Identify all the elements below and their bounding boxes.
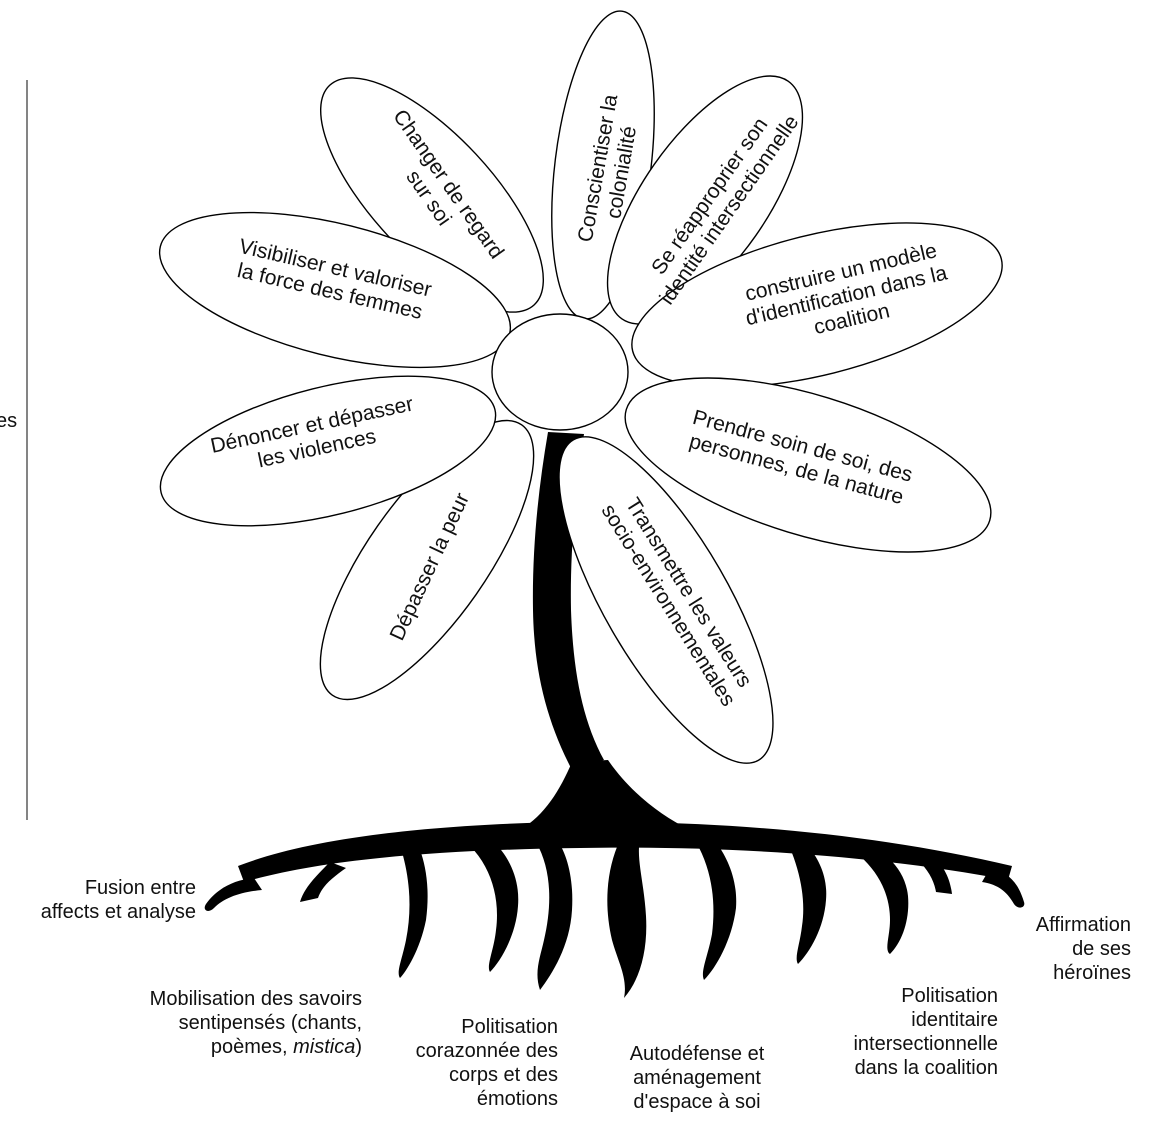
label-line: sentipensés (chants,: [179, 1012, 362, 1034]
label-line: Mobilisation des savoirs: [150, 988, 362, 1010]
italic-word: mistica: [293, 1036, 355, 1058]
flower-stem: [532, 432, 604, 770]
root-system: [204, 760, 1025, 998]
root-tendril-7: [860, 850, 909, 954]
root-curl-left-inner: [300, 862, 346, 902]
label-line: Politisation: [901, 985, 998, 1007]
label-line: Autodéfense et: [630, 1043, 765, 1065]
root-curl-right: [982, 868, 1025, 908]
root-tendril-3: [536, 838, 573, 990]
label-line: Politisation: [461, 1016, 558, 1038]
label-line: émotions: [477, 1088, 558, 1110]
label-line: identitaire: [911, 1009, 998, 1031]
label-line: Affirmation: [1036, 914, 1131, 936]
label-line: d'espace à soi: [633, 1091, 760, 1113]
petal-changer-regard: [319, 77, 545, 313]
label-line: poèmes, mistica): [211, 1036, 362, 1058]
label-line: dans la coalition: [855, 1057, 998, 1079]
root-tendril-1: [398, 850, 428, 978]
root-curl-left: [204, 878, 262, 911]
label-line: de ses: [1072, 938, 1131, 960]
root-tendril-6: [790, 846, 827, 964]
label-line: intersectionnelle: [853, 1033, 998, 1055]
side-text-fragment: es: [0, 410, 17, 432]
label-line: Fusion entre: [85, 877, 196, 899]
flower-center: [491, 313, 629, 431]
petal-peur: [319, 419, 535, 701]
root-tendril-5: [696, 842, 737, 980]
root-band: [238, 821, 1012, 882]
label-line: corazonnée des: [416, 1040, 558, 1062]
petal-identite: [606, 75, 804, 325]
root-trunk: [520, 760, 690, 830]
label-line: affects et analyse: [41, 901, 196, 923]
petal-soin: [624, 377, 992, 553]
petals: [158, 10, 1003, 764]
root-tendril-4: [607, 840, 647, 998]
label-line: héroïnes: [1053, 962, 1131, 984]
label-line: aménagement: [633, 1067, 761, 1089]
petal-violences: [159, 375, 497, 527]
label-line: corps et des: [449, 1064, 558, 1086]
petal-valeurs: [558, 436, 774, 764]
root-tendril-2: [470, 842, 519, 972]
root-curl-right-inner: [918, 852, 952, 894]
petal-modele: [631, 222, 1003, 388]
